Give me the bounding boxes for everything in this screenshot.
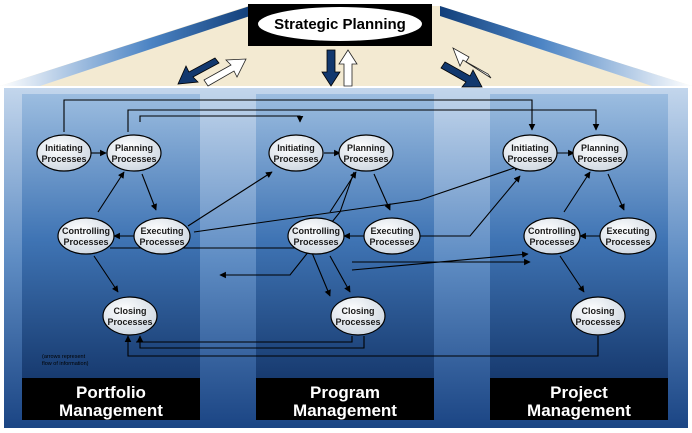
- node-label-line1: Executing: [140, 226, 183, 236]
- node-label-line2: Processes: [529, 237, 574, 247]
- node-label-line1: Closing: [114, 306, 147, 316]
- program-title-line1: Program: [310, 383, 380, 402]
- top-link-1: [63, 99, 536, 132]
- node-label-line1: Initiating: [511, 143, 549, 153]
- top-link-2: [127, 109, 600, 132]
- project-nodes: Initiating Processes Planning Processes …: [502, 134, 657, 336]
- strategic-planning-ellipse: [258, 7, 422, 41]
- arrow-center-down: [321, 49, 341, 87]
- project-closing-node: Closing Processes: [570, 296, 626, 336]
- project-initiating-node: Initiating Processes: [502, 134, 558, 172]
- node-label-line2: Processes: [111, 154, 156, 164]
- portfolio-nodes: Initiating Processes Planning Processes …: [36, 134, 191, 336]
- node-label-line1: Planning: [581, 143, 619, 153]
- node-label-line2: Processes: [273, 154, 318, 164]
- arrow-left-down: [177, 57, 220, 85]
- node-label-line1: Closing: [342, 306, 375, 316]
- arrow-right-up: [452, 47, 492, 79]
- connectors: [63, 99, 625, 357]
- roof-right-edge: [440, 6, 692, 86]
- program-initiating-node: Initiating Processes: [268, 134, 324, 172]
- node-label-line1: Executing: [606, 226, 649, 236]
- roof-left-edge: [0, 6, 250, 86]
- portfolio-title-line1: Portfolio: [76, 383, 146, 402]
- program-controlling-node: Controlling Processes: [287, 217, 345, 255]
- banner-portfolio: [22, 378, 200, 420]
- portfolio-initiating-node: Initiating Processes: [36, 134, 92, 172]
- portfolio-controlling-node: Controlling Processes: [57, 217, 115, 255]
- arrow-left-up: [203, 58, 247, 87]
- project-title-line1: Project: [550, 383, 608, 402]
- portfolio-planning-node: Planning Processes: [106, 134, 162, 172]
- node-label-line1: Planning: [115, 143, 153, 153]
- node-label-line2: Processes: [139, 237, 184, 247]
- banner-project: [490, 378, 668, 420]
- node-label-line1: Executing: [370, 226, 413, 236]
- portfolio-closing-node: Closing Processes: [102, 296, 158, 336]
- node-label-line1: Planning: [347, 143, 385, 153]
- node-label-line2: Processes: [335, 317, 380, 327]
- node-label-line1: Initiating: [45, 143, 83, 153]
- project-controlling-node: Controlling Processes: [523, 217, 581, 255]
- program-executing-node: Executing Processes: [363, 217, 421, 255]
- node-label-line2: Processes: [41, 154, 86, 164]
- node-label-line2: Processes: [343, 154, 388, 164]
- program-planning-node: Planning Processes: [338, 134, 394, 172]
- note-line1: (arrows represent: [42, 354, 86, 360]
- program-title-line2: Management: [293, 401, 397, 420]
- node-label-line2: Processes: [575, 317, 620, 327]
- banner-program: [256, 378, 434, 420]
- arrow-right-down: [440, 61, 483, 88]
- node-label-line2: Processes: [293, 237, 338, 247]
- node-label-line1: Initiating: [277, 143, 315, 153]
- node-label-line2: Processes: [369, 237, 414, 247]
- project-title-line2: Management: [527, 401, 631, 420]
- node-label-line2: Processes: [507, 154, 552, 164]
- portfolio-executing-node: Executing Processes: [133, 217, 191, 255]
- roof-arrows: [177, 47, 492, 88]
- node-label-line2: Processes: [107, 317, 152, 327]
- node-label-line1: Controlling: [292, 226, 340, 236]
- portfolio-title-line2: Management: [59, 401, 163, 420]
- project-planning-node: Planning Processes: [572, 134, 628, 172]
- node-label-line1: Controlling: [62, 226, 110, 236]
- node-label-line1: Controlling: [528, 226, 576, 236]
- node-label-line1: Closing: [582, 306, 615, 316]
- strategic-planning-title: Strategic Planning: [274, 16, 406, 33]
- arrow-center-up: [338, 49, 358, 87]
- program-nodes: Initiating Processes Planning Processes …: [268, 134, 421, 336]
- roof: Strategic Planning: [0, 4, 692, 86]
- node-label-line2: Processes: [577, 154, 622, 164]
- node-label-line2: Processes: [63, 237, 108, 247]
- project-executing-node: Executing Processes: [599, 217, 657, 255]
- note-line2: flow of information): [42, 361, 89, 367]
- node-label-line2: Processes: [605, 237, 650, 247]
- program-closing-node: Closing Processes: [330, 296, 386, 336]
- top-link-3: [139, 115, 304, 123]
